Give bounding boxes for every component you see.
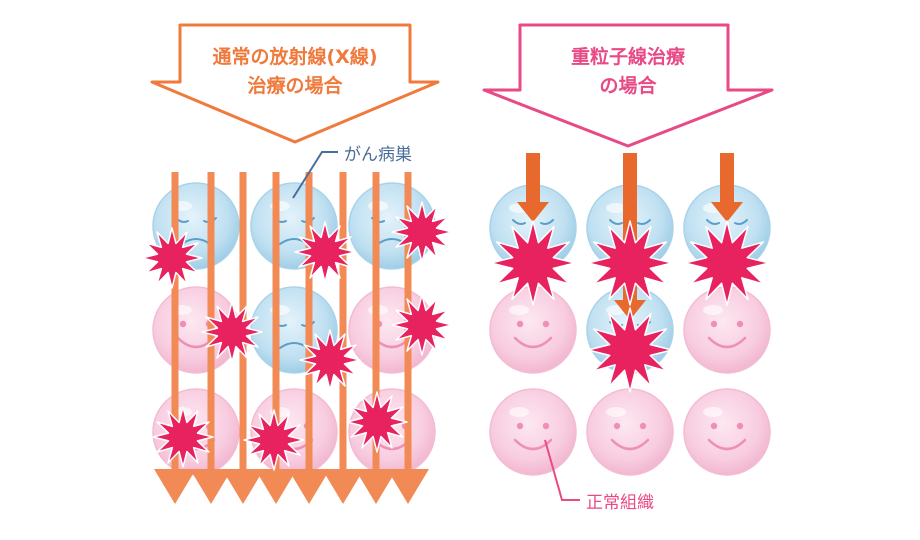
heavy-ion-damage-bursts xyxy=(490,220,770,393)
xray-burst-1 xyxy=(141,227,203,289)
heavy-ion-title-line1: 重粒子線治療 xyxy=(571,45,686,68)
heavy-ion-beam-3 xyxy=(711,153,743,222)
xray-burst-7 xyxy=(152,406,214,468)
xray-title-line2: 治療の場合 xyxy=(247,74,343,97)
xray-burst-9 xyxy=(346,391,408,453)
heavy-ion-cell-r3c3 xyxy=(683,388,771,476)
tumor-label-group: がん病巣 xyxy=(292,145,412,199)
normal-tissue-label: 正常組織 xyxy=(586,493,654,513)
heavy-ion-burst-2 xyxy=(587,220,673,306)
heavy-ion-title-line2: の場合 xyxy=(599,74,657,97)
heavy-ion-burst-4 xyxy=(587,307,673,393)
heavy-ion-cell-r3c1 xyxy=(489,388,577,476)
heavy-ion-beam-1 xyxy=(517,153,549,222)
xray-title-line1: 通常の放射線(X線) xyxy=(212,45,377,68)
heavy-ion-header-banner: 重粒子線治療 の場合 xyxy=(482,23,774,148)
normal-tissue-leader-line xyxy=(544,439,580,501)
normal-tissue-label-group: 正常組織 xyxy=(544,439,654,513)
heavy-ion-cell-r3c2 xyxy=(586,388,674,476)
xray-burst-6 xyxy=(391,294,453,356)
heavy-ion-burst-1 xyxy=(490,220,576,306)
xray-burst-8 xyxy=(243,409,305,471)
xray-header-banner: 通常の放射線(X線) 治療の場合 xyxy=(150,23,440,144)
xray-burst-3 xyxy=(391,201,453,263)
xray-burst-4 xyxy=(201,301,263,363)
heavy-ion-burst-3 xyxy=(684,220,770,306)
tumor-label-leader-line xyxy=(292,151,338,199)
xray-burst-5 xyxy=(299,329,361,391)
xray-burst-2 xyxy=(294,221,356,283)
tumor-label: がん病巣 xyxy=(344,145,412,165)
xray-damage-bursts xyxy=(141,201,453,471)
